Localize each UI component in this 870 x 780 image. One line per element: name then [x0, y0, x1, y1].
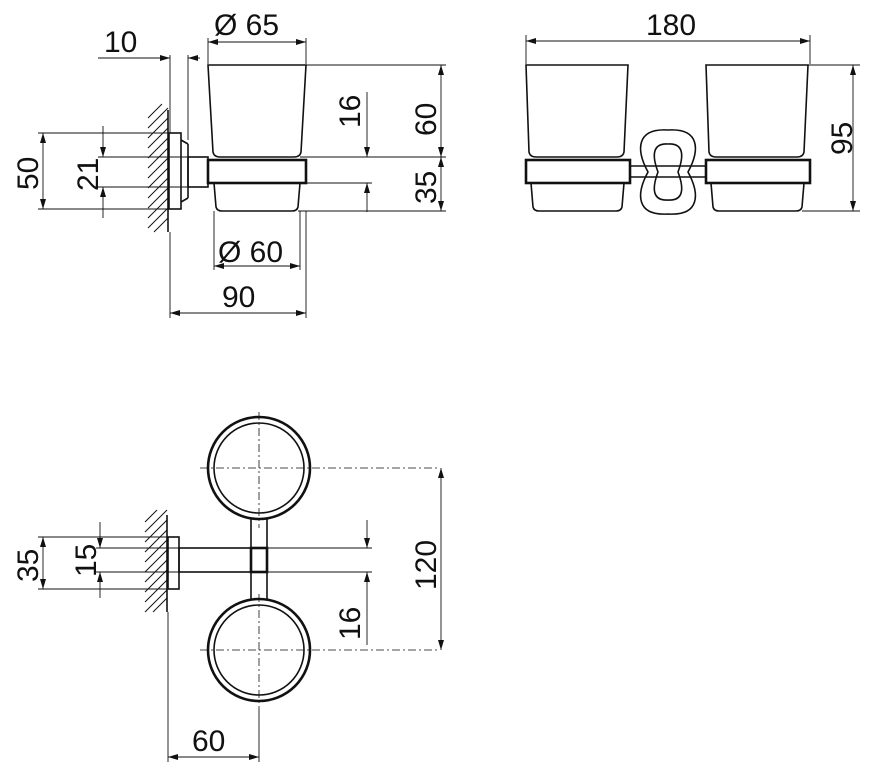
front-cup-base-left: [530, 182, 625, 212]
dim-total-height: 95: [826, 122, 859, 155]
dim-cup-top-diameter: Ø 65: [214, 9, 279, 42]
dim-flange-width: 35: [12, 549, 45, 582]
side-ring-holder: [206, 158, 308, 185]
dim-wall-offset: 10: [104, 26, 137, 59]
plan-arm-rod: [178, 547, 252, 573]
dim-cup-upper-height: 16: [334, 95, 367, 128]
front-center-mount: [639, 129, 697, 215]
side-view: 10 Ø 65 50 21 16 60 35: [12, 9, 446, 318]
dim-ring-width: 16: [334, 607, 367, 640]
plan-wall-hatch: [144, 509, 168, 613]
side-arm-rod: [187, 156, 209, 188]
dim-ring-height: 35: [410, 171, 443, 204]
dim-plan-depth: 60: [192, 725, 225, 758]
plan-wall-flange: [167, 536, 180, 590]
side-cup-base: [213, 182, 301, 212]
dim-rod-height: 21: [72, 158, 105, 191]
side-cup: [207, 64, 307, 158]
front-cup-left: [525, 64, 629, 158]
side-wall-flange: [168, 132, 182, 210]
dim-cup-bottom-diameter: Ø 60: [218, 236, 283, 269]
front-view: 180 95: [524, 9, 860, 215]
dim-centers-distance: 120: [410, 540, 443, 590]
dim-flange-height: 50: [12, 157, 45, 190]
front-ring-right: [704, 158, 812, 185]
dim-rod-width: 15: [70, 544, 103, 577]
front-cup-right: [705, 64, 809, 158]
dim-depth: 90: [222, 281, 255, 314]
dim-total-width: 180: [646, 9, 696, 42]
front-cup-base-right: [710, 182, 805, 212]
side-wall-hatch: [147, 103, 169, 233]
front-ring-left: [524, 158, 632, 185]
dim-cup-height: 60: [410, 103, 443, 136]
plan-view: 35 15 16 120 60: [12, 412, 444, 762]
